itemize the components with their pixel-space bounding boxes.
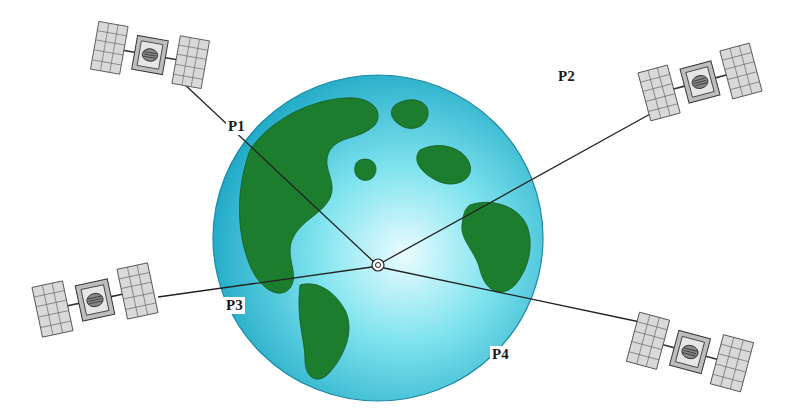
signal-label: P3 <box>224 297 245 314</box>
signal-label: P4 <box>490 346 511 363</box>
signal-label: P1 <box>226 118 247 135</box>
signal-label: P2 <box>556 68 577 85</box>
